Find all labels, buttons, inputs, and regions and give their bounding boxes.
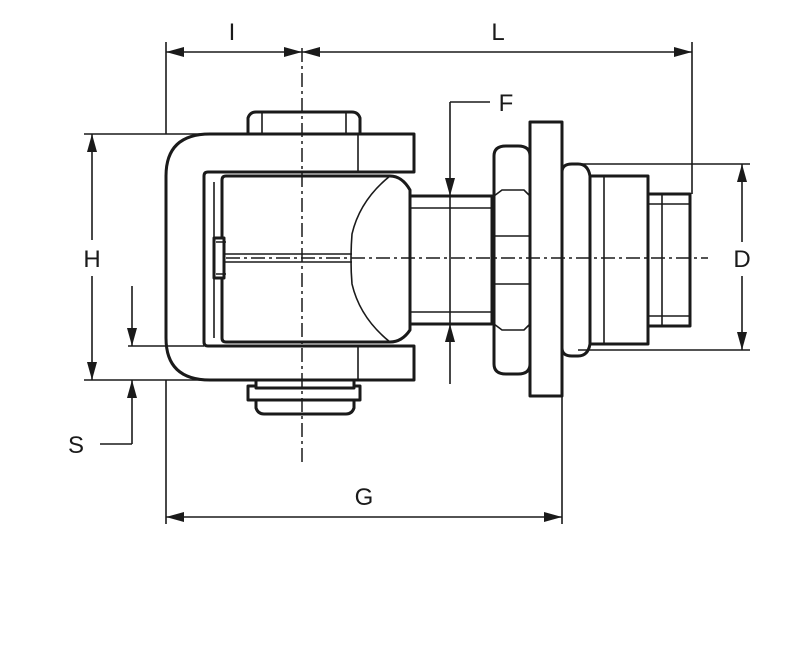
dimension-g — [165, 380, 563, 524]
threaded-stud — [560, 162, 692, 358]
eye-body — [212, 174, 494, 344]
dimension-h — [84, 133, 210, 381]
washer-plate — [528, 120, 564, 398]
label-i: I — [229, 19, 236, 46]
dimension-f — [445, 101, 490, 384]
hinge-pin — [246, 110, 362, 416]
dimension-l — [302, 42, 693, 194]
label-s: S — [68, 432, 84, 459]
hex-nut — [492, 144, 532, 376]
label-f: F — [499, 90, 514, 117]
dimension-d — [578, 163, 750, 351]
dimension-i — [165, 42, 302, 134]
label-h: H — [83, 246, 100, 273]
center-lines — [226, 48, 708, 462]
dimension-s — [100, 286, 204, 445]
label-g: G — [355, 484, 374, 511]
label-d: D — [733, 246, 750, 273]
label-l: L — [491, 19, 504, 46]
